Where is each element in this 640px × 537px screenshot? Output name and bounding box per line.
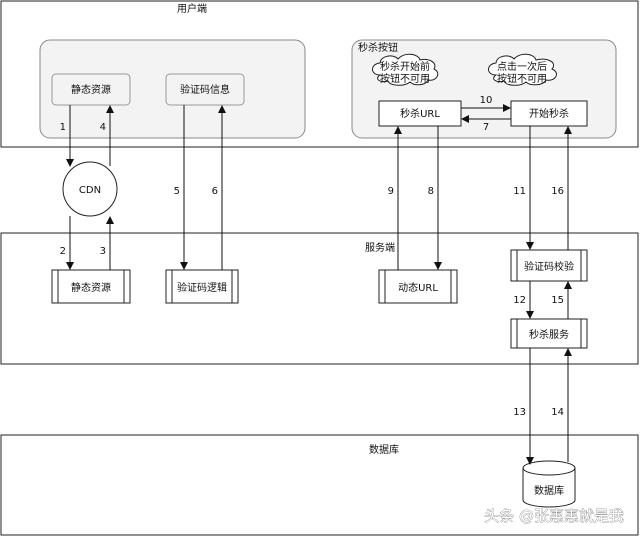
watermark: 头条 @张惠惠就是我: [484, 507, 624, 525]
cloud-before-line2: 按钮不可用: [380, 72, 430, 85]
database-label: 数据库: [534, 484, 564, 497]
captcha-logic-label: 验证码逻辑: [177, 281, 227, 294]
static-resource-client-label: 静态资源: [71, 83, 111, 96]
user-zone-title: 用户端: [177, 2, 207, 15]
seckill-url-box: [378, 100, 462, 127]
dynamic-url-label: 动态URL: [398, 281, 438, 294]
cdn-label: CDN: [79, 185, 101, 196]
cloud-before-line1: 秒杀开始前: [380, 60, 430, 73]
static-resource-server-node: 静态资源: [51, 269, 131, 304]
captcha-check-label: 验证码校验: [524, 260, 574, 273]
edge-label-6: 6: [212, 186, 218, 197]
edge-label-3: 3: [100, 246, 106, 257]
start-seckill-label: 开始秒杀: [529, 107, 569, 120]
edge-label-13: 13: [513, 407, 526, 418]
captcha-check-node: 验证码校验: [510, 249, 588, 282]
cloud-before-start: 秒杀开始前 按钮不可用: [372, 53, 439, 86]
cloud-after-line2: 按钮不可用: [497, 72, 547, 85]
captcha-logic-node: 验证码逻辑: [165, 269, 239, 304]
static-resource-client-box: [51, 73, 131, 106]
edge-label-14: 14: [551, 407, 564, 418]
arrows: [66, 104, 572, 465]
dynamic-url-node: 动态URL: [378, 269, 458, 304]
edge-label-9: 9: [388, 186, 394, 197]
edge-label-2: 2: [60, 246, 66, 257]
captcha-info-label: 验证码信息: [180, 83, 230, 96]
cloud-after-click: 点击一次后 按钮不可用: [488, 53, 557, 86]
cdn-node: [62, 161, 118, 217]
seckill-service-label: 秒杀服务: [529, 328, 569, 341]
edge-label-16: 16: [551, 186, 564, 197]
database-cylinder: 数据库: [522, 460, 576, 508]
database-zone-title: 数据库: [369, 443, 399, 456]
edge-label-7: 7: [483, 122, 489, 133]
seckill-service-node: 秒杀服务: [510, 318, 588, 349]
captcha-info-box: [165, 73, 245, 106]
edge-label-12: 12: [513, 295, 526, 306]
edge-label-8: 8: [428, 186, 434, 197]
edge-label-5: 5: [174, 186, 180, 197]
edge-label-10: 10: [480, 95, 493, 106]
server-zone-title: 服务端: [365, 241, 395, 254]
static-resource-server-label: 静态资源: [71, 281, 111, 294]
edge-label-15: 15: [551, 295, 564, 306]
seckill-button-group-title: 秒杀按钮: [358, 41, 398, 54]
seckill-url-label: 秒杀URL: [400, 107, 440, 120]
edge-label-11: 11: [513, 186, 526, 197]
start-seckill-box: [510, 100, 588, 127]
edge-label-4: 4: [100, 122, 106, 133]
cloud-after-line1: 点击一次后: [497, 60, 547, 73]
edge-label-1: 1: [60, 122, 66, 133]
